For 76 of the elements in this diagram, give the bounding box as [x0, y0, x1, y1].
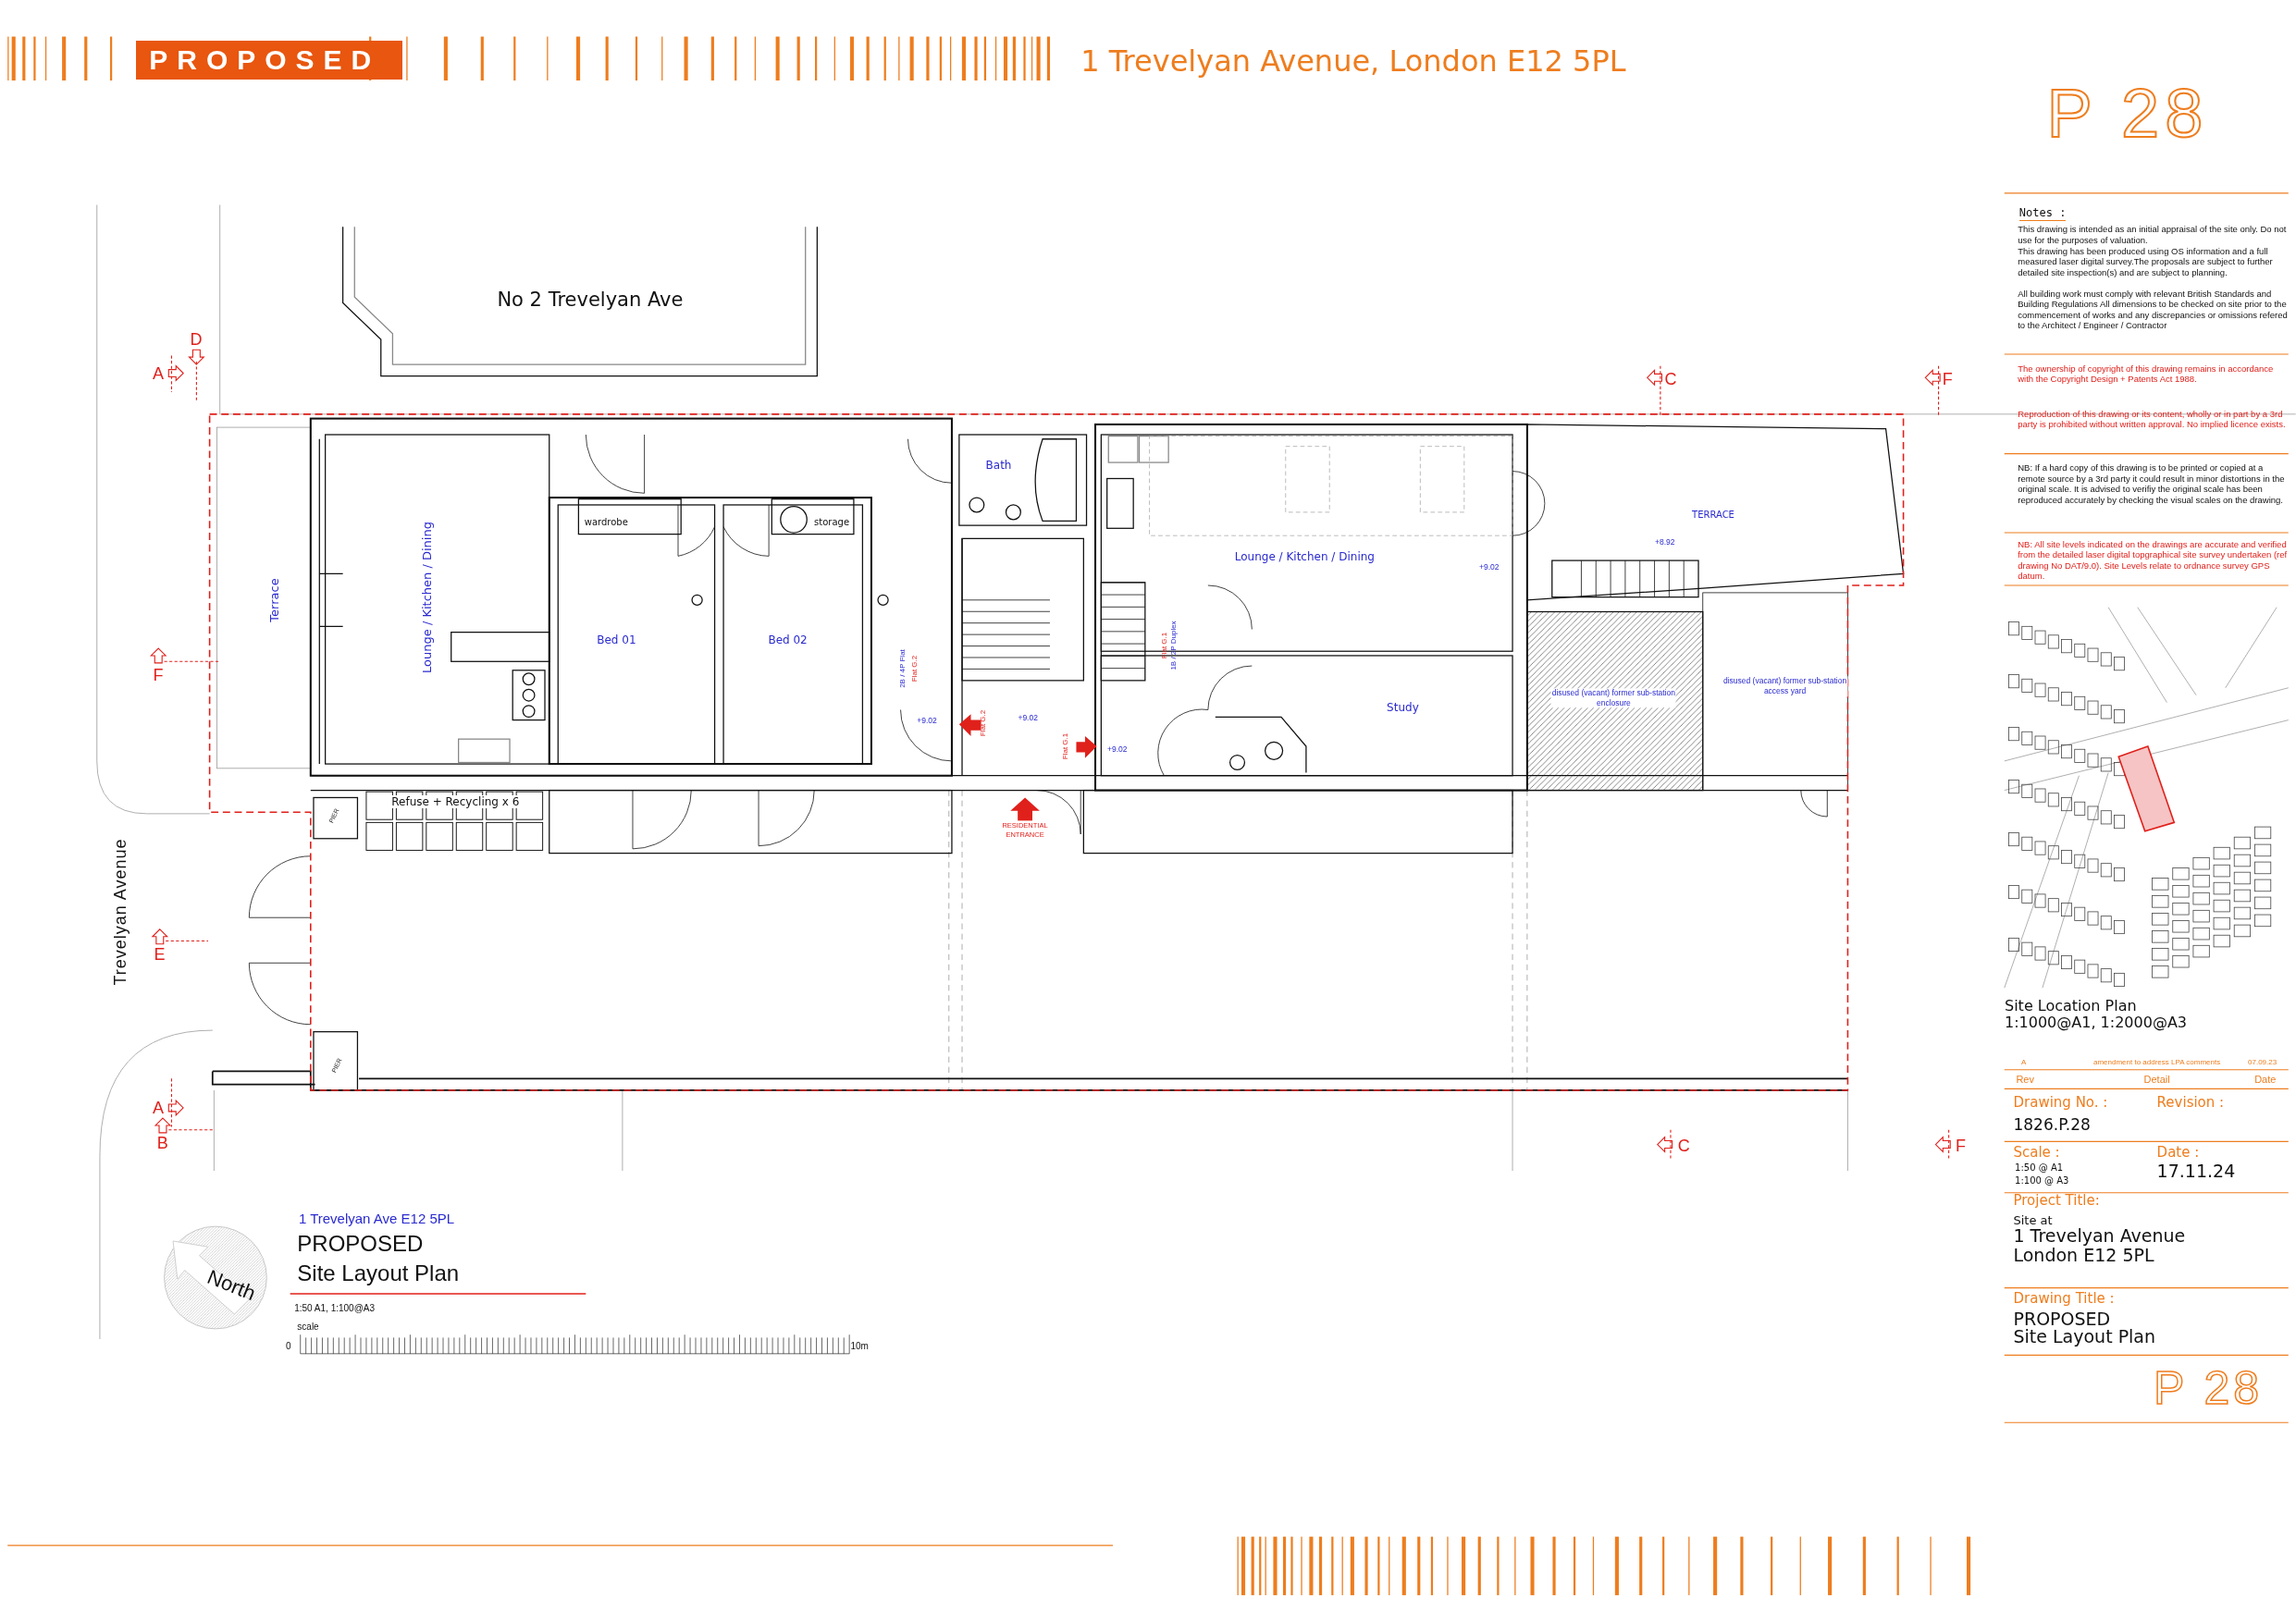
note-text: Reproduction of this drawing or its content, wholly or in part by a 3rd party is prohibited without written approval. No implied licence exists.	[2018, 408, 2287, 430]
room-label: Terrace	[266, 578, 281, 622]
note-text: NB: All site levels indicated on the drawings are accurate and verified from the detailed laser digital topgraphical site survey undertaken (ref drawing No DAT/9.0). Site Levels relate to ordnance survey GPS datum.	[2018, 538, 2289, 582]
field-heading: Project Title:	[2013, 1192, 2100, 1209]
level-label: +9.02	[1107, 744, 1128, 755]
field-value: 1:50 @ A1	[2015, 1162, 2064, 1173]
room-label: Bed 02	[768, 633, 808, 646]
area-label: disused (vacant) former sub-station enclosure	[1550, 688, 1676, 708]
drawing-subtitle: 1 Trevelyan Ave E12 5PL	[298, 1210, 455, 1226]
flat-label: Flat G.1	[1159, 632, 1168, 659]
header-banner: PROPOSED	[136, 40, 403, 80]
revision-entry: 07.09.23	[2248, 1057, 2277, 1066]
sheet-number: P 28	[2046, 73, 2209, 153]
note-text: The ownership of copyright of this drawing remains in accordance with the Copyright Design + Patents Act 1988.	[2018, 363, 2275, 385]
column-heading: Detail	[2143, 1073, 2170, 1085]
scale-bar-label: 0	[286, 1340, 291, 1351]
note-text: This drawing has been produced using OS information and a full measured laser digital survey.The proposals are subject to further detailed site inspection(s) and are subject to planning.	[2018, 245, 2274, 278]
level-label: +9.02	[1018, 712, 1038, 722]
scale-note: 1:50 A1, 1:100@A3	[294, 1302, 376, 1313]
section-marker-letter: F	[1942, 369, 1953, 389]
note-text: This drawing is intended as an initial appraisal of the site only. Do not use for the purposes of valuation.	[2018, 224, 2288, 246]
flat-label: 1B / 2P Duplex	[1168, 621, 1178, 670]
room-label: Bath	[985, 459, 1012, 473]
drawing-title: Site Layout Plan	[297, 1260, 460, 1287]
section-marker-letter: C	[1664, 369, 1677, 389]
room-label: Study	[1387, 700, 1419, 714]
flat-label: Flat G.1	[1060, 733, 1069, 760]
scale-note: scale	[297, 1321, 319, 1332]
field-heading: Drawing Title :	[2013, 1290, 2115, 1308]
drawing-title: PROPOSED	[297, 1231, 424, 1258]
column-heading: Date	[2254, 1073, 2277, 1085]
sheet-title: 1 Trevelyan Avenue, London E12 5PL	[1080, 43, 1626, 80]
building-label: No 2 Trevelyan Ave	[497, 289, 684, 312]
area-label: disused (vacant) former sub-station access yard	[1722, 676, 1848, 696]
room-label: Lounge / Kitchen / Dining	[1234, 549, 1375, 563]
field-value: 1:100 @ A3	[2015, 1174, 2069, 1186]
section-marker-letter: F	[1956, 1136, 1966, 1156]
level-label: +9.02	[917, 715, 937, 725]
field-value: 1 Trevelyan Avenue	[2013, 1224, 2186, 1246]
section-marker-letter: E	[154, 944, 166, 965]
map-caption: 1:1000@A1, 1:2000@A3	[2005, 1013, 2187, 1031]
bin-store-label: Refuse + Recycling x 6	[389, 795, 522, 809]
field-value: 17.11.24	[2156, 1161, 2236, 1182]
revision-entry: amendment to address LPA comments	[2093, 1057, 2221, 1066]
section-marker-letter: D	[190, 329, 203, 350]
room-label: TERRACE	[1692, 509, 1734, 520]
field-heading: Revision :	[2156, 1093, 2225, 1111]
room-label: Bed 01	[597, 633, 636, 646]
map-caption: Site Location Plan	[2005, 996, 2137, 1014]
scale-bar-label: 10m	[850, 1340, 869, 1351]
room-label: Lounge / Kitchen / Dining	[419, 521, 434, 673]
level-label: +8.92	[1655, 536, 1675, 547]
flat-label: Flat G.2	[978, 709, 987, 737]
revision-entry: A	[2020, 1057, 2027, 1066]
street-name: Trevelyan Avenue	[110, 838, 130, 986]
column-heading: Rev	[2016, 1073, 2034, 1085]
section-marker-letter: A	[152, 1098, 164, 1118]
field-heading: Scale :	[2013, 1143, 2060, 1161]
note-text: NB: If a hard copy of this drawing is to be printed or copied at a remote source by a 3rd party it could result in minor distortions in the original scale. It is advised to verifiy the original scale has been reproduced accurately by checking the visual scales on the drawing.	[2018, 462, 2286, 506]
flat-label: 2B / 4P Flat	[897, 649, 907, 689]
notes-heading: Notes :	[2018, 206, 2067, 222]
room-label: wardrobe	[584, 516, 628, 526]
section-marker-letter: C	[1677, 1136, 1690, 1156]
note-text: All building work must comply with relevant British Standards and Building Regulations All dimensions to be checked on site prior to the commencement of works and any discrepancies or omissions refered to the Architect / Engineer / Contractor	[2018, 288, 2289, 331]
section-marker-letter: A	[152, 363, 164, 384]
flat-label: Flat G.2	[909, 656, 919, 682]
field-heading: Drawing No. :	[2013, 1093, 2108, 1111]
field-value: 1826.P.28	[2013, 1114, 2091, 1134]
section-marker-letter: B	[156, 1133, 168, 1153]
section-marker-letter: F	[153, 665, 164, 685]
level-label: +9.02	[1479, 561, 1500, 572]
north-label: North	[204, 1264, 259, 1306]
field-heading: Date :	[2156, 1143, 2200, 1161]
sheet-number: P 28	[2154, 1360, 2263, 1415]
field-value: Site at	[2013, 1212, 2053, 1227]
room-label: storage	[814, 516, 850, 526]
